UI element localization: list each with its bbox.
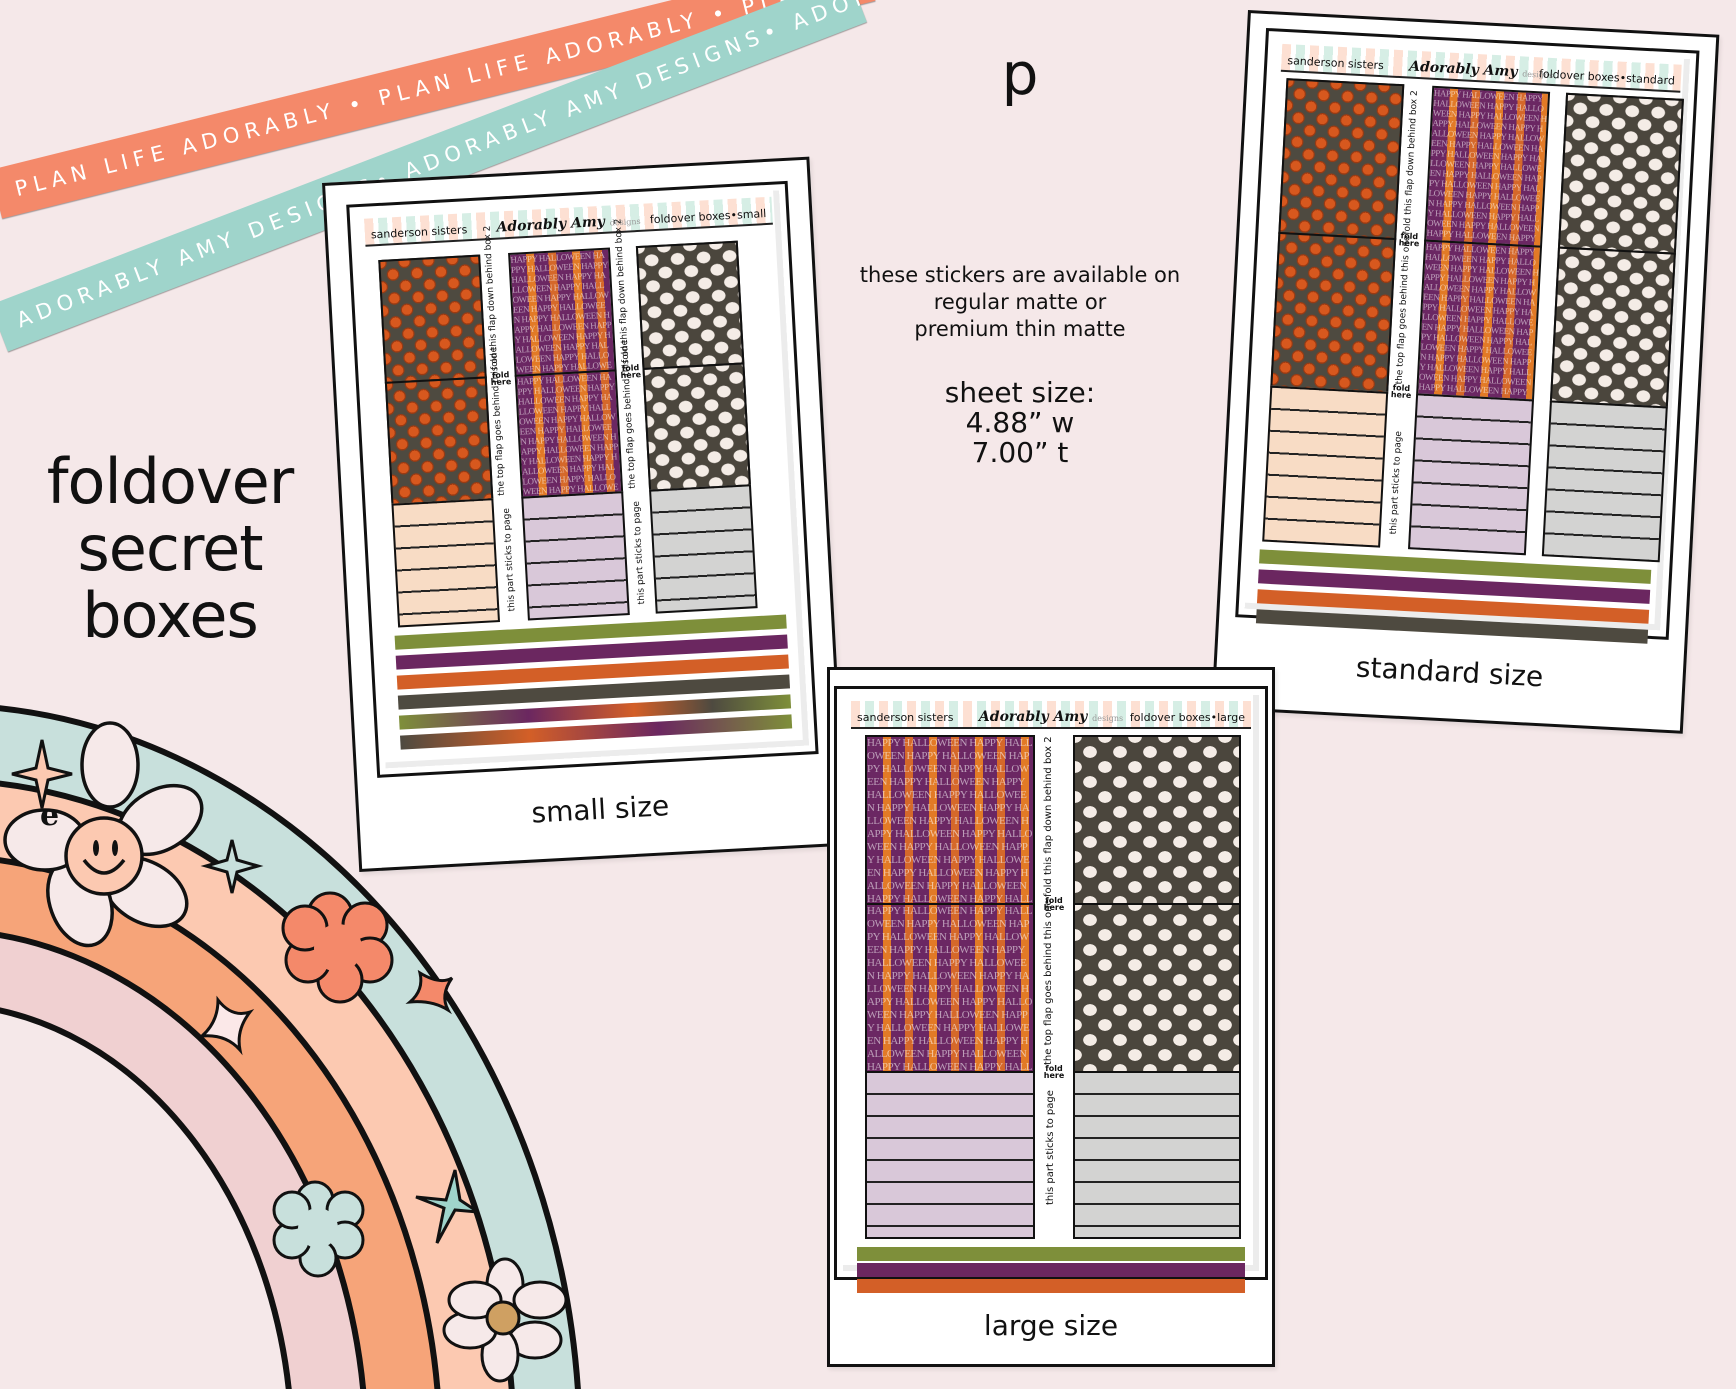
- halloween-box-bottom: HAPPY HALLOWEEN HAPPY HALLOWEEN HAPPY HA…: [1416, 239, 1543, 402]
- behind-instruction: the top flap goes behind this one: [1043, 899, 1054, 1065]
- pumpkin-box-bottom: [384, 376, 494, 506]
- lined-box-peach: [1262, 385, 1389, 548]
- sheet-title: foldover boxes•small: [649, 207, 767, 227]
- sheet-size-info: sheet size: 4.88” w 7.00” t: [870, 378, 1170, 468]
- pumpkin-box-top: [378, 254, 487, 384]
- behind-instruction: the top flap goes behind this one: [489, 346, 508, 496]
- letter-e-mark: e: [40, 798, 59, 833]
- halloween-box-bottom: HAPPY HALLOWEEN HAPPY HALLOWEEN HAPPY HA…: [514, 369, 624, 499]
- coral-flower-icon: [281, 891, 394, 1004]
- availability-line: regular matte or: [933, 290, 1107, 314]
- sheet-height: 7.00” t: [971, 436, 1069, 469]
- teal-flower-icon: [272, 1180, 365, 1278]
- sheet-caption: standard size: [1355, 650, 1545, 694]
- fold-here-label: fold here: [490, 370, 512, 388]
- lined-box-lilac: [1408, 393, 1535, 556]
- lined-box-lilac: [865, 1071, 1035, 1239]
- sheet-size-label: sheet size:: [944, 376, 1096, 409]
- fold-instruction: fold this flap down behind box 2: [1043, 736, 1054, 897]
- washi-strip-olive: [857, 1247, 1245, 1261]
- availability-line: these stickers are available on: [859, 263, 1181, 287]
- stick-instruction: this part sticks to page: [1045, 1090, 1056, 1205]
- skull-box-top: [635, 240, 745, 370]
- fold-here-label: fold here: [1043, 896, 1065, 912]
- rainbow-inner: [0, 1007, 292, 1389]
- pumpkin-box-bottom: [1270, 231, 1397, 394]
- sheet-header: sanderson sisters Adorably Amy designs f…: [851, 701, 1251, 729]
- brand-logo: Adorably Amy designs: [978, 709, 1124, 725]
- stick-instruction: this part sticks to page: [1388, 430, 1405, 535]
- page-headline: foldover secret boxes: [20, 448, 320, 649]
- fold-here-label: fold here: [1390, 383, 1412, 401]
- skull-box-bottom: [1549, 246, 1676, 409]
- lined-box-grey: [1073, 1071, 1241, 1239]
- washi-strip-purple: [857, 1263, 1245, 1277]
- sheet-standard: sanderson sisters Adorably Amy designs f…: [1211, 10, 1720, 734]
- skull-box-bottom: [1073, 903, 1241, 1073]
- fold-here-label: fold here: [620, 363, 642, 381]
- brand-logo: Adorably Amy designs: [1408, 58, 1554, 81]
- fold-instruction: fold this flap down behind box 2: [1402, 90, 1421, 235]
- washi-strip-orange: [857, 1279, 1245, 1293]
- lined-box-grey: [1541, 400, 1668, 563]
- headline-line: secret: [77, 512, 263, 585]
- sheet-caption: large size: [983, 1309, 1119, 1342]
- halloween-box-bottom: HAPPY HALLOWEEN HAPPY HALLOWEEN HAPPY HA…: [865, 903, 1035, 1073]
- fold-here-label: fold here: [1398, 231, 1420, 249]
- fold-here-label: fold here: [1043, 1064, 1065, 1080]
- skull-box-top: [1557, 92, 1684, 255]
- sheet-width: 4.88” w: [965, 406, 1075, 439]
- lined-box-lilac: [521, 491, 630, 621]
- pumpkin-box-top: [1278, 78, 1405, 241]
- stick-instruction: this part sticks to page: [501, 507, 518, 612]
- smiley-flower-icon: [3, 721, 204, 948]
- star-icon: [415, 1169, 479, 1244]
- behind-instruction: the top flap goes behind this one: [619, 339, 638, 489]
- stick-instruction: this part sticks to page: [631, 500, 648, 605]
- sparkle-icon: [11, 739, 73, 809]
- halloween-box-top: HAPPY HALLOWEEN HAPPY HALLOWEEN HAPPY HA…: [508, 247, 617, 377]
- lined-box-grey: [649, 484, 758, 614]
- sparkle-icon: [200, 839, 264, 894]
- letter-marker: p: [1001, 40, 1039, 108]
- headline-line: boxes: [82, 579, 259, 652]
- availability-line: premium thin matte: [914, 317, 1126, 341]
- skull-box-bottom: [642, 362, 752, 492]
- sheet-caption: small size: [530, 789, 670, 830]
- sheet-header: sanderson sisters Adorably Amy designs f…: [363, 196, 773, 247]
- availability-note: these stickers are available on regular …: [820, 262, 1220, 343]
- skull-box-top: [1073, 735, 1241, 905]
- kit-name: sanderson sisters: [370, 223, 468, 242]
- halloween-box-top: HAPPY HALLOWEEN HAPPY HALLOWEEN HAPPY HA…: [865, 735, 1035, 905]
- kit-name: sanderson sisters: [857, 711, 954, 724]
- four-point-star-icon: [405, 969, 454, 1015]
- halloween-box-top: HAPPY HALLOWEEN HAPPY HALLOWEEN HAPPY HA…: [1424, 85, 1551, 248]
- sheet-title: foldover boxes•standard: [1538, 67, 1676, 88]
- behind-instruction: the top flap goes behind this one: [1394, 235, 1413, 385]
- sheet-small: sanderson sisters Adorably Amy designs f…: [322, 156, 847, 872]
- lined-box-peach: [391, 498, 501, 628]
- four-point-star-icon: [197, 995, 255, 1056]
- sheet-large: sanderson sisters Adorably Amy designs f…: [827, 667, 1275, 1367]
- sheet-title: foldover boxes•large: [1129, 711, 1245, 724]
- daisy-flower-icon: [442, 1257, 568, 1383]
- kit-name: sanderson sisters: [1287, 54, 1385, 73]
- headline-line: foldover: [46, 445, 295, 518]
